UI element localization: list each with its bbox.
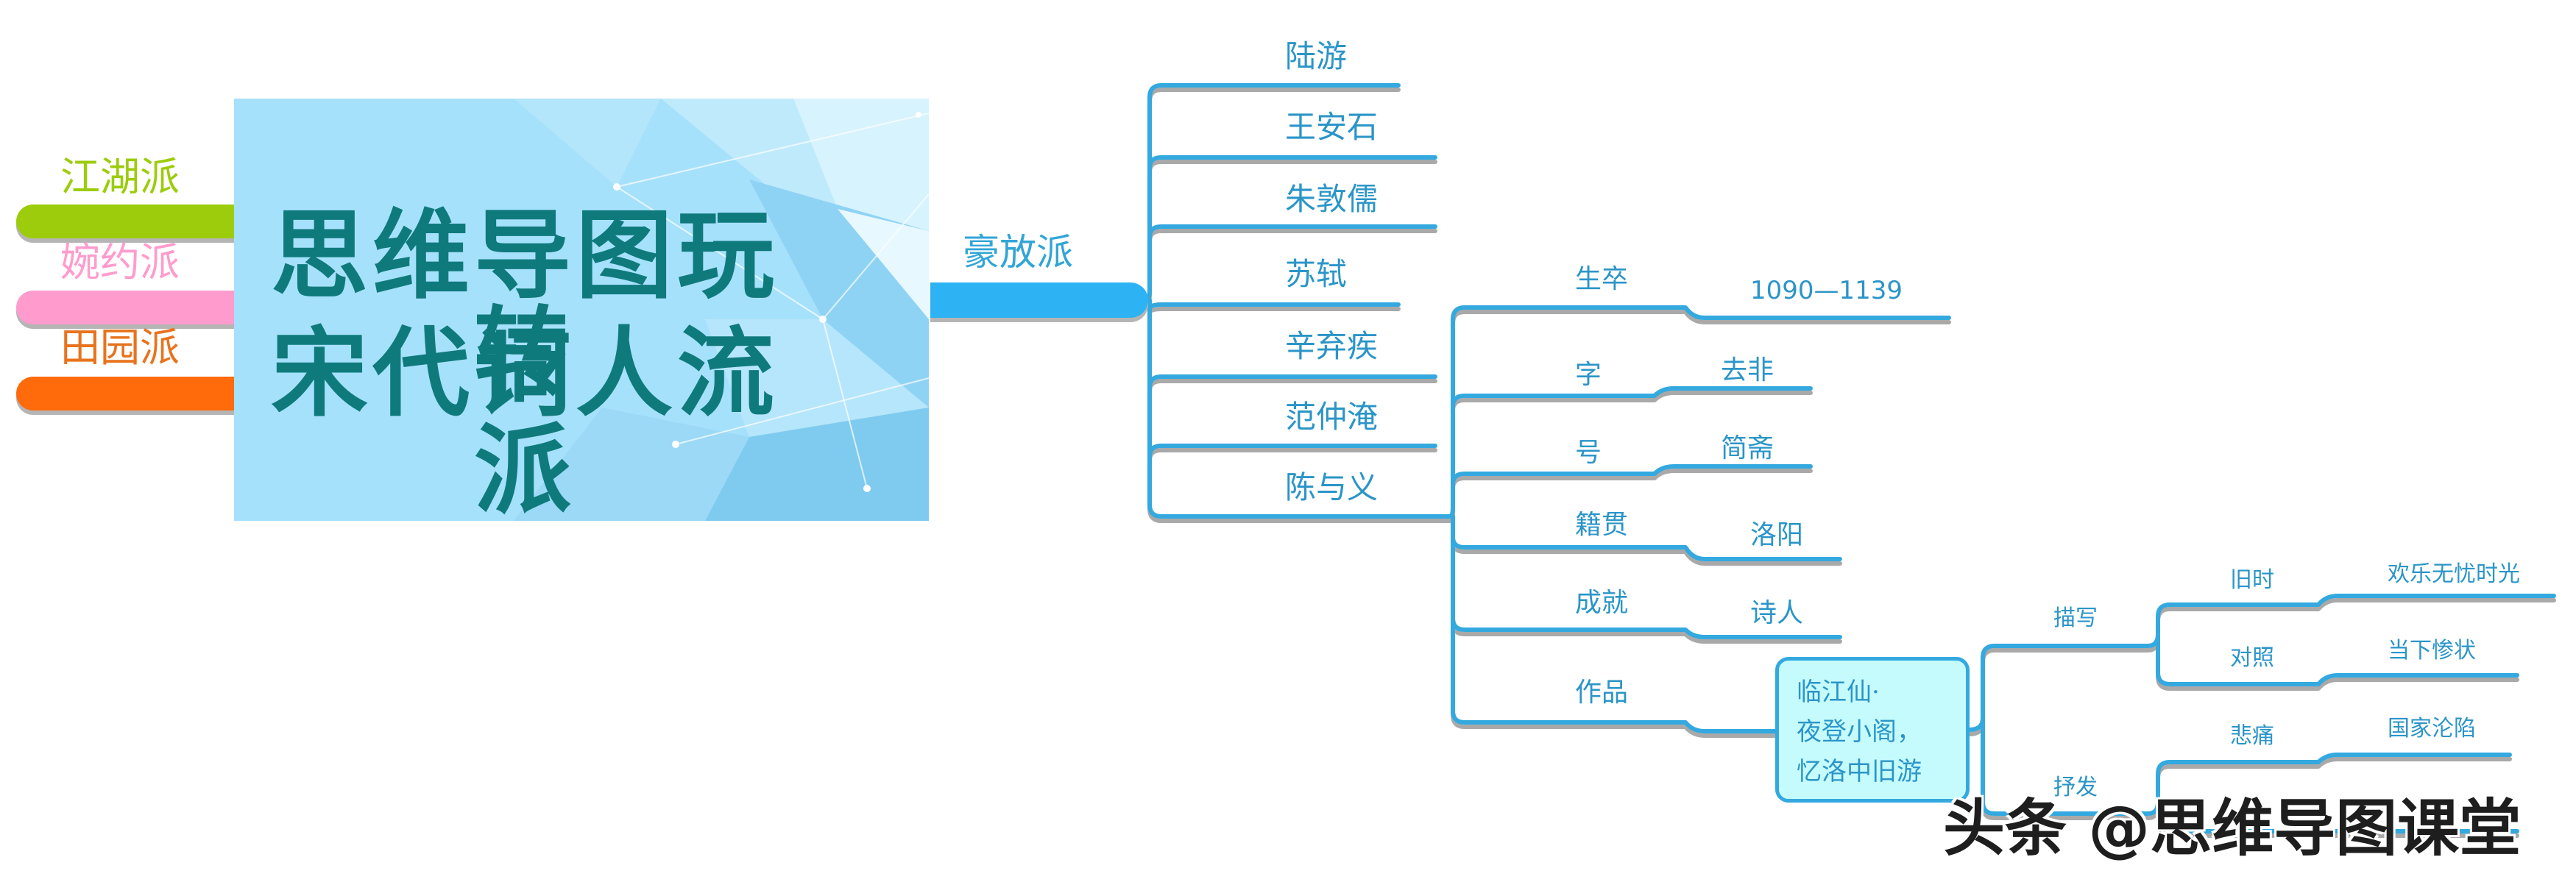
poet-line-wang-anshi-shadow: [1147, 160, 1437, 174]
works-title-line-3: 忆洛中旧游: [1797, 757, 1922, 786]
detail-pen-name: [1451, 464, 1813, 486]
poet-chen-yuyi[interactable]: 陈与义: [1285, 469, 1379, 505]
works-spine: [1967, 644, 2150, 732]
branch-label-wanyue[interactable]: 婉约派: [60, 239, 180, 285]
works-spine-lower: [1981, 716, 2150, 816]
detail-label-pen-name[interactable]: 号: [1575, 438, 1602, 468]
analysis-label-express[interactable]: 抒发: [2053, 775, 2098, 800]
detail-achievement: [1451, 616, 1842, 639]
works-topic-box[interactable]: 临江仙· 夜登小阁， 忆洛中旧游: [1775, 657, 1970, 803]
detail-label-courtesy[interactable]: 字: [1575, 360, 1602, 390]
branch-bar-wanyue: [16, 291, 252, 324]
branch-label-jianghu[interactable]: 江湖派: [60, 154, 180, 200]
branch-bar-tianyuan: [16, 377, 252, 410]
detail-value-achievement[interactable]: 诗人: [1750, 598, 1804, 628]
poet-line-wang-anshi: [1147, 155, 1437, 170]
analysis-value-past[interactable]: 欢乐无忧时光: [2388, 561, 2520, 587]
analysis-label-describe[interactable]: 描写: [2053, 605, 2098, 631]
detail-hometown: [1451, 535, 1842, 561]
detail-spine-shadow: [1448, 310, 1951, 523]
poet-wang-anshi[interactable]: 王安石: [1285, 109, 1379, 145]
detail-courtesy: [1451, 386, 1813, 408]
analysis-value-grief[interactable]: 国家沦陷: [2388, 716, 2476, 742]
detail-spine: [1448, 305, 1951, 519]
poet-line-zhu-dunru-shadow: [1147, 229, 1437, 243]
detail-spine-lower: [1451, 514, 1782, 733]
poet-line-zhu-dunru: [1147, 224, 1437, 239]
poet-lu-you[interactable]: 陆游: [1285, 38, 1348, 74]
poet-xin-qiji[interactable]: 辛弃疾: [1285, 328, 1379, 364]
detail-label-lifespan[interactable]: 生卒: [1575, 264, 1629, 294]
works-spine-shadow: [1967, 648, 2150, 736]
branch-label-tianyuan[interactable]: 田园派: [60, 324, 180, 371]
detail-label-achievement[interactable]: 成就: [1575, 588, 1629, 618]
poet-su-shi[interactable]: 苏轼: [1285, 256, 1348, 292]
title-line-2: 宋代词人流派: [271, 316, 779, 521]
analysis-item-contrast[interactable]: 对照: [2230, 645, 2274, 671]
poet-fan-zhongyan[interactable]: 范仲淹: [1285, 399, 1379, 435]
detail-value-hometown[interactable]: 洛阳: [1750, 520, 1804, 550]
analysis-value-contrast[interactable]: 当下惨状: [2388, 638, 2476, 664]
works-title-line-2: 夜登小阁，: [1797, 717, 1922, 747]
spine-lower: [1147, 298, 1452, 519]
detail-label-hometown[interactable]: 籍贯: [1575, 510, 1629, 540]
detail-value-lifespan[interactable]: 1090—1139: [1750, 276, 1903, 305]
express-extra: [2156, 800, 2519, 833]
watermark-text: 头条 @思维导图课堂: [1943, 792, 2522, 864]
poet-line-fan-zhongyan: [1147, 444, 1437, 458]
detail-value-courtesy[interactable]: 去非: [1721, 355, 1774, 385]
central-topic[interactable]: 思维导图玩转 宋代词人流派: [234, 99, 929, 521]
describe-contrast: [2156, 632, 2519, 686]
poet-line-xin-qiji: [1147, 374, 1437, 389]
poet-line-fan-zhongyan-shadow: [1147, 448, 1437, 463]
detail-label-works[interactable]: 作品: [1575, 678, 1629, 708]
works-title-line-1: 临江仙·: [1797, 678, 1880, 707]
describe-spine: [2145, 594, 2556, 648]
poet-zhu-dunru[interactable]: 朱敦儒: [1285, 181, 1379, 217]
polygon-background: [514, 99, 929, 521]
main-branch-label[interactable]: 豪放派: [963, 231, 1073, 274]
detail-value-pen-name[interactable]: 简斋: [1721, 433, 1774, 463]
describe-spine-shadow: [2145, 598, 2556, 653]
branch-bar-jianghu: [16, 205, 252, 238]
poet-line-su-shi: [1147, 302, 1401, 311]
poet-line-su-shi-shadow: [1147, 307, 1401, 316]
poet-line-xin-qiji-shadow: [1147, 379, 1437, 394]
main-branch-bar: [930, 282, 1148, 318]
title-line-1: 思维导图玩转: [271, 199, 779, 410]
analysis-item-grief[interactable]: 悲痛: [2230, 723, 2274, 749]
analysis-item-past[interactable]: 旧时: [2230, 567, 2274, 593]
